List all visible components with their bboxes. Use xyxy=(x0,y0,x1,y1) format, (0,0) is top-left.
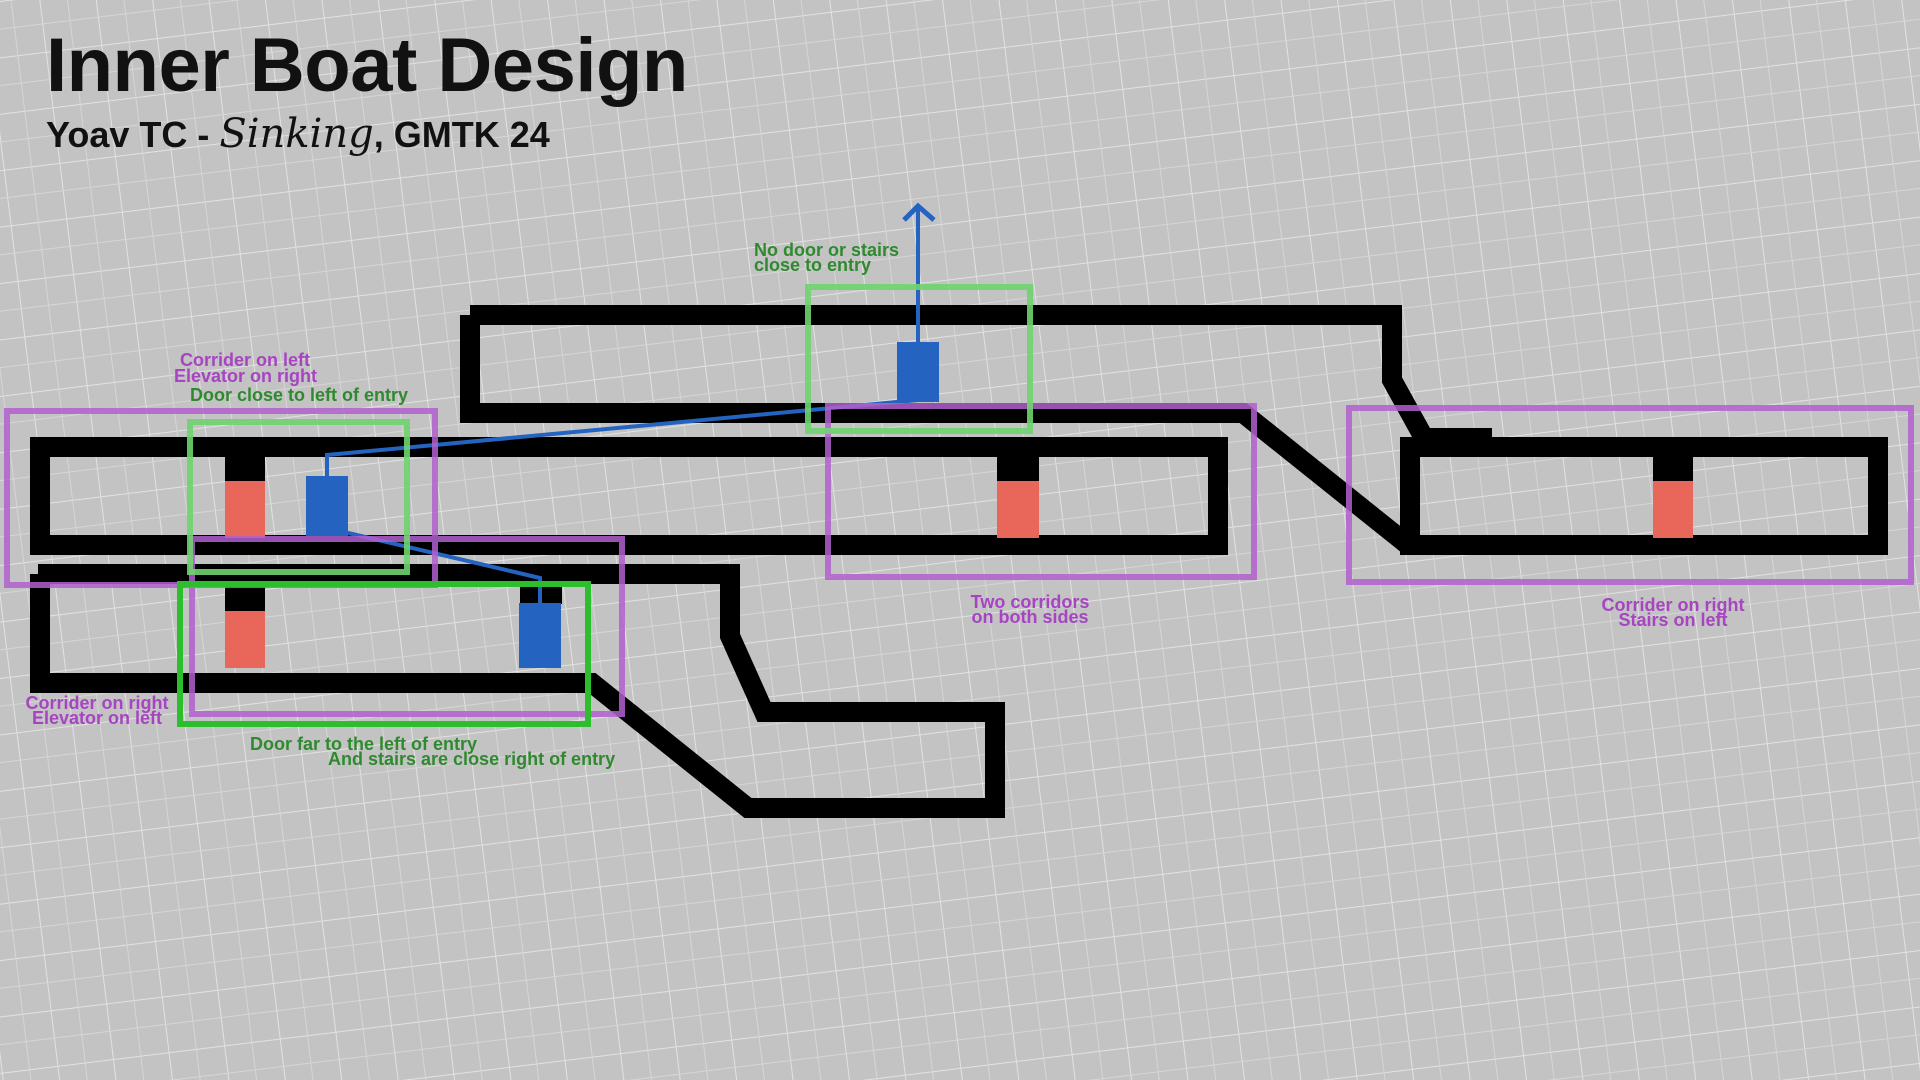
annotation-top-entry-line1: No door or stairs xyxy=(754,240,899,260)
door-marker xyxy=(997,481,1039,538)
annotation-left-lower-green-line2: And stairs are close right of entry xyxy=(328,749,615,769)
boat-walls xyxy=(30,305,1888,818)
path-line xyxy=(325,398,919,478)
page-title: Inner Boat Design xyxy=(46,23,688,108)
upper-left-room-wall xyxy=(30,437,1228,555)
purple-box xyxy=(825,403,1257,580)
annotation-right-purple-line1: Corrider on right xyxy=(1602,595,1745,615)
annotation-left-upper-purple-line2: Elevator on right xyxy=(174,366,317,386)
door-marker xyxy=(225,611,265,668)
annotation-top-entry-line2: close to entry xyxy=(754,255,871,275)
green-box xyxy=(805,284,1033,434)
annotation-left-lower-green-line1: Door far to the left of entry xyxy=(250,734,477,754)
header: Inner Boat Design Yoav TC - Sinking, GMT… xyxy=(46,23,688,155)
annotation-middle-purple-line1: Two corridors xyxy=(971,592,1090,612)
green-box xyxy=(187,419,410,575)
annotation-left-lower-purple-line2: Elevator on left xyxy=(32,708,162,728)
door-stub xyxy=(225,586,265,612)
path-line xyxy=(326,526,542,604)
door-stubs xyxy=(225,447,1693,612)
doors xyxy=(225,481,1693,668)
annotation-left-upper-green: Door close to left of entry xyxy=(190,385,408,405)
entry-marker xyxy=(519,603,561,668)
entry-marker xyxy=(897,342,939,402)
lower-left-room-wall xyxy=(30,564,1005,818)
door-marker xyxy=(225,481,265,538)
author-text: Yoav TC - xyxy=(46,114,220,155)
green-box xyxy=(177,581,591,727)
green-boxes xyxy=(177,284,1033,727)
door-stub xyxy=(997,447,1039,482)
purple-box xyxy=(1346,405,1914,585)
entry-paths xyxy=(325,202,936,604)
door-stub xyxy=(1653,447,1693,482)
entries xyxy=(306,342,939,668)
annotation-middle-purple-line2: on both sides xyxy=(972,607,1089,627)
door-stub xyxy=(225,447,265,482)
up-arrow-icon xyxy=(902,202,936,222)
right-room-wall xyxy=(1400,437,1888,555)
annotation-left-upper-purple-line1: Corrider on left xyxy=(180,350,310,370)
door-marker xyxy=(1653,481,1693,538)
annotation-left-lower-purple-line1: Corrider on right xyxy=(26,693,169,713)
entry-marker xyxy=(306,476,348,536)
event-text: , GMTK 24 xyxy=(373,114,550,155)
game-title: Sinking xyxy=(219,111,374,157)
annotation-right-purple-line2: Stairs on left xyxy=(1618,610,1727,630)
annotation-labels: No door or stairs close to entry Corride… xyxy=(26,240,1745,769)
page-subtitle: Yoav TC - Sinking, GMTK 24 xyxy=(46,114,688,154)
